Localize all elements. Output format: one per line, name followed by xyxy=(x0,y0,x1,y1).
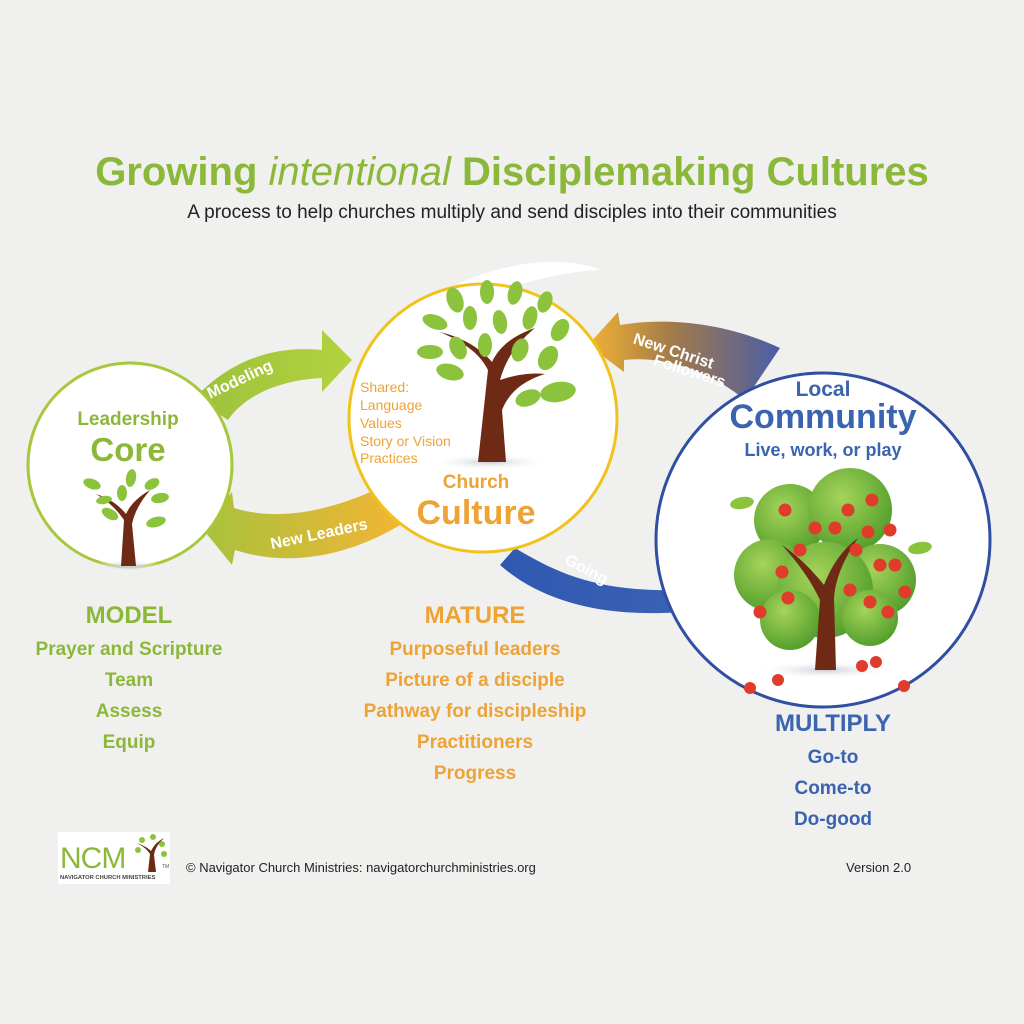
model-item: Equip xyxy=(102,732,156,753)
church-tree-icon xyxy=(417,280,576,462)
multiply-item: Go-to xyxy=(807,747,859,768)
shared-language-label: Language xyxy=(360,397,423,413)
title-italic-word: intentional xyxy=(268,150,451,194)
version-label: Version 2.0 xyxy=(846,860,912,875)
shared-story-label: Story or Vision xyxy=(360,433,451,449)
svg-text:NAVIGATOR CHURCH MINISTRIES: NAVIGATOR CHURCH MINISTRIES xyxy=(60,875,155,881)
shared-practices-label: Practices xyxy=(360,450,418,466)
svg-text:TM: TM xyxy=(162,864,169,870)
fruit-tree-icon xyxy=(730,468,932,694)
live-work-play-label: Live, work, or play xyxy=(744,440,901,460)
church-culture-circle: Shared: Language Values Story or Vision … xyxy=(347,280,619,554)
page-subtitle: A process to help churches multiply and … xyxy=(187,202,837,223)
arrow-new-christ-followers xyxy=(588,312,780,400)
core-label: Core xyxy=(90,431,165,468)
shared-values-label: Values xyxy=(360,415,402,431)
model-item: Assess xyxy=(95,701,163,722)
mature-column: MATURE Purposeful leaders Picture of a d… xyxy=(340,598,610,789)
mature-item: Picture of a disciple xyxy=(385,670,565,691)
multiply-heading: MULTIPLY xyxy=(774,710,891,737)
mature-item: Progress xyxy=(433,763,517,784)
multiply-item: Do-good xyxy=(793,809,873,830)
leadership-core-circle: Leadership Core xyxy=(26,361,234,573)
community-label: Community xyxy=(730,398,917,436)
model-column: MODEL Prayer and Scripture Team Assess E… xyxy=(22,598,236,758)
ncm-logo: NCM TM NAVIGATOR CHURCH MINISTRIES xyxy=(58,832,170,884)
mature-item: Purposeful leaders xyxy=(389,639,561,660)
copyright-text: © Navigator Church Ministries: navigator… xyxy=(186,860,536,875)
church-label: Church xyxy=(443,472,510,493)
multiply-column: MULTIPLY Go-to Come-to Do-good xyxy=(718,706,948,835)
shared-label: Shared: xyxy=(360,379,409,395)
mature-item: Pathway for discipleship xyxy=(363,701,587,722)
page-title: Growing intentional Disciplemaking Cultu… xyxy=(0,150,1024,195)
arrow-going xyxy=(500,548,712,624)
local-label: Local xyxy=(796,378,851,401)
title-part-1: Growing xyxy=(95,150,269,194)
model-item: Team xyxy=(104,670,154,691)
model-item: Prayer and Scripture xyxy=(35,639,223,660)
title-part-2: Disciplemaking Cultures xyxy=(450,150,929,194)
small-tree-icon xyxy=(83,469,169,566)
leadership-label: Leadership xyxy=(77,409,178,430)
local-community-circle: Local Community Live, work, or play xyxy=(654,371,992,709)
mature-heading: MATURE xyxy=(424,602,526,629)
svg-text:NCM: NCM xyxy=(60,842,125,875)
mature-item: Practitioners xyxy=(416,732,534,753)
multiply-item: Come-to xyxy=(794,778,872,799)
arrow-new-leaders xyxy=(202,490,400,565)
arrow-modeling xyxy=(195,330,352,420)
culture-label: Culture xyxy=(417,494,536,532)
model-heading: MODEL xyxy=(85,602,173,629)
